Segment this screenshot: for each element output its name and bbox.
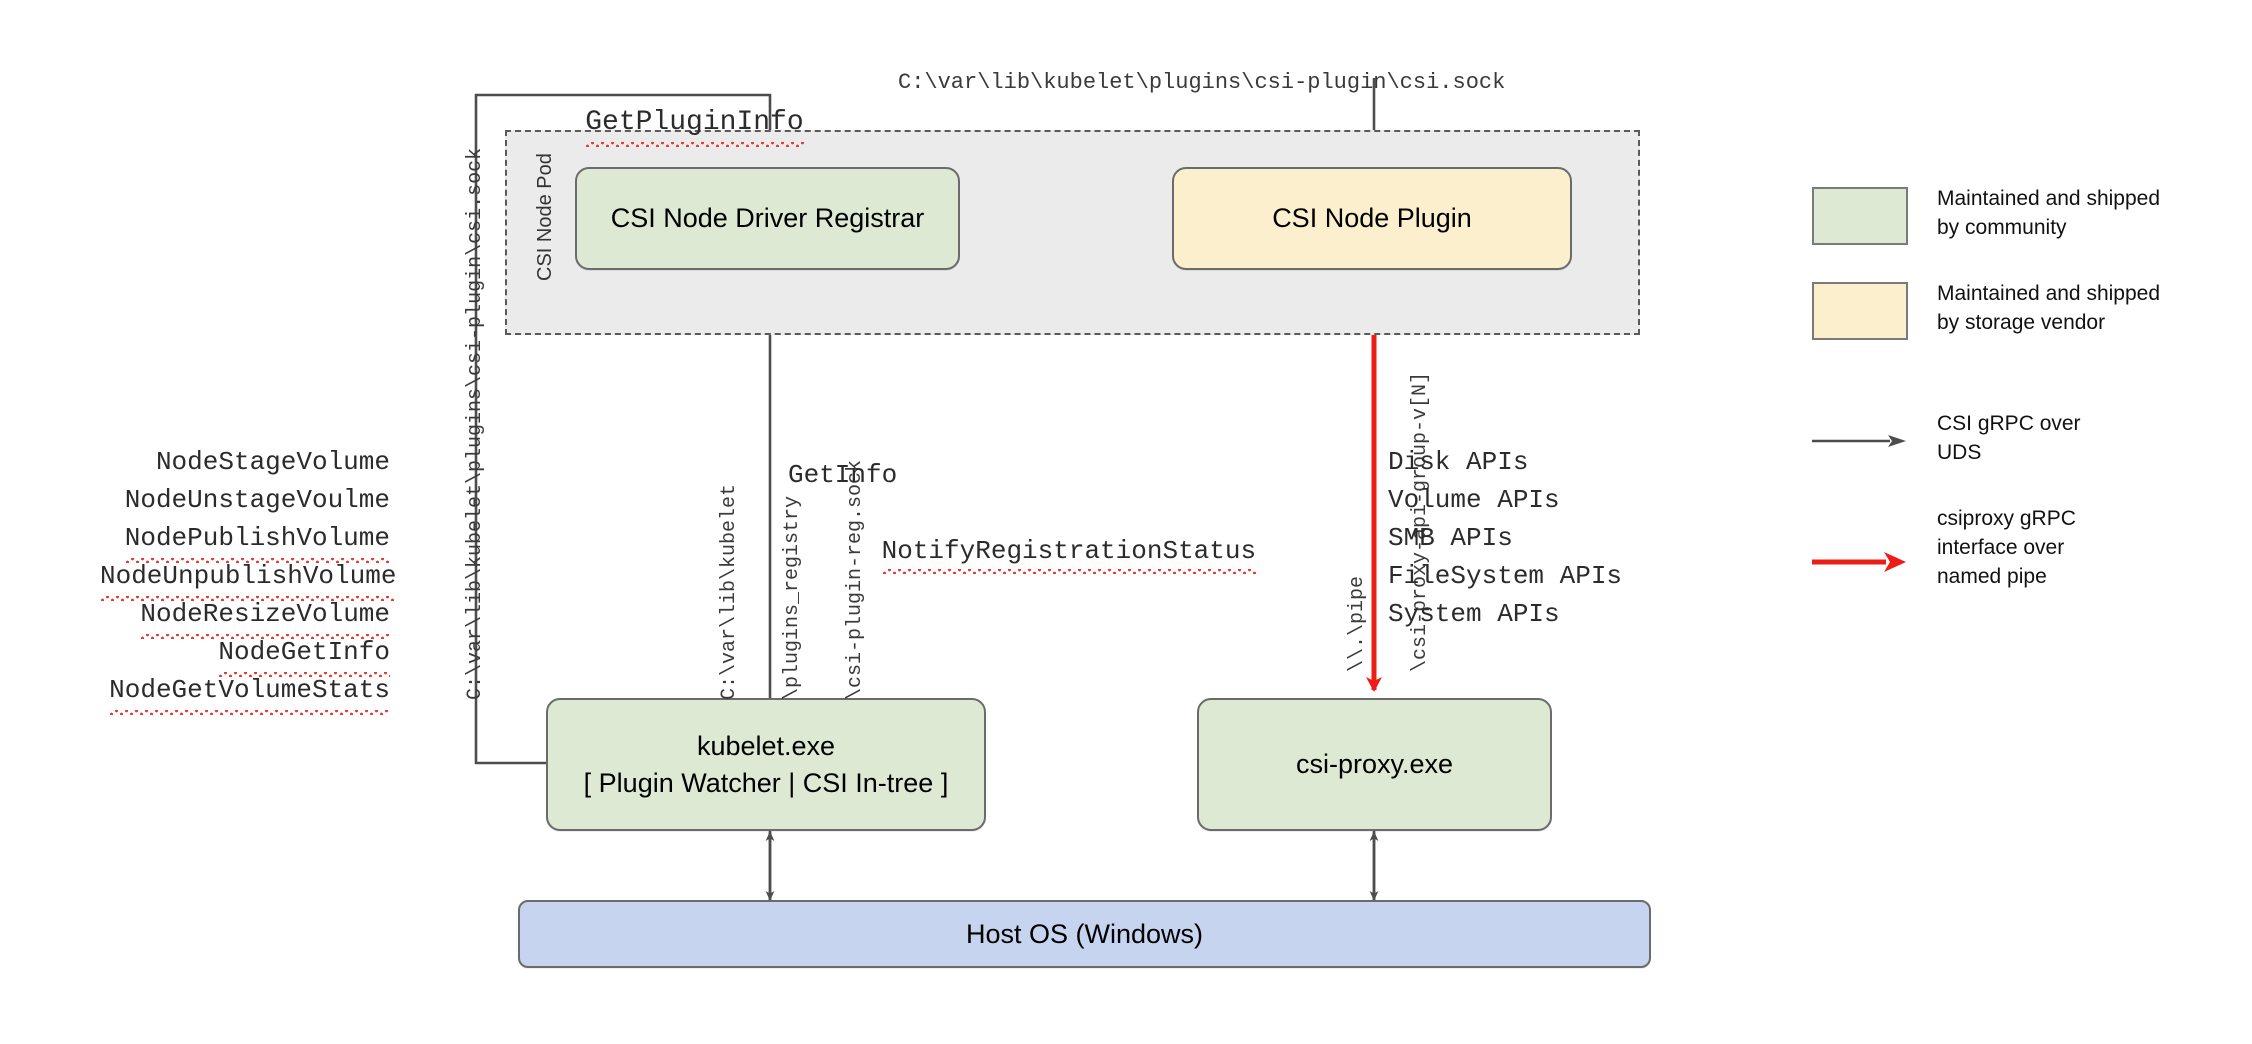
legend-item-arrow: csiproxy gRPC interface over named pipe [1805, 505, 2225, 592]
node-api-item: NodeGetVolumeStats [100, 672, 390, 715]
csi-proxy-label: csi-proxy.exe [1295, 749, 1454, 780]
legend-color-swatch [1812, 282, 1908, 340]
named-pipe-line-1: \\.\pipe [1346, 575, 1369, 672]
node-api-item: NodeResizeVolume [100, 596, 390, 639]
node-registrar-label: CSI Node Driver Registrar [610, 203, 925, 234]
legend-item-text: csiproxy gRPC interface over named pipe [1915, 505, 2076, 592]
node-api-item-label: NodeGetInfo [218, 634, 390, 677]
proxy-api-item: FileSystem APIs [1388, 560, 1623, 591]
kubelet-line-2: [ Plugin Watcher | CSI In-tree ] [583, 767, 949, 798]
node-api-item: NodeGetInfo [100, 634, 390, 677]
node-api-item: NodeUnstageVoulme [100, 482, 390, 520]
kubelet-line-1: kubelet.exe [696, 731, 836, 762]
node-api-item-label: NodeGetVolumeStats [109, 672, 390, 715]
proxy-api-item: SMB APIs [1388, 522, 1513, 553]
legend-text-line: Maintained and shipped [1937, 187, 2161, 210]
node-plugin-label: CSI Node Plugin [1272, 203, 1472, 234]
legend-text-line: by community [1937, 215, 2067, 239]
node-api-item: NodeStageVolume [100, 444, 390, 482]
node-csi-proxy-exe[interactable]: csi-proxy.exe [1197, 698, 1552, 831]
node-api-item-label: NodePublishVolume [124, 520, 391, 563]
node-csi-node-driver-registrar[interactable]: CSI Node Driver Registrar [575, 167, 960, 270]
proxy-api-item: Disk APIs [1388, 447, 1529, 477]
node-api-item-label: NodeUnpublishVolume [100, 558, 397, 601]
legend-red-arrow-icon [1812, 552, 1906, 572]
legend-text-line: csiproxy gRPC [1937, 507, 2076, 530]
legend-text-line: named pipe [1937, 564, 2047, 588]
proxy-api-item: Volume APIs [1388, 484, 1560, 515]
registry-path-line-1: C:\var\lib\kubelet [718, 483, 741, 700]
node-api-item-label: NodeResizeVolume [140, 596, 390, 639]
node-api-item-label: NodeUnstageVoulme [124, 484, 390, 515]
node-kubelet-exe[interactable]: kubelet.exe [ Plugin Watcher | CSI In-tr… [546, 698, 986, 831]
label-notifyregistrationstatus: NotifyRegistrationStatus [788, 499, 1257, 604]
legend-gray-arrow-icon [1812, 435, 1906, 447]
proxy-api-item: System APIs [1388, 598, 1560, 629]
legend-item-text: Maintained and shipped by storage vendor [1915, 280, 2160, 338]
node-host-os[interactable]: Host OS (Windows) [518, 900, 1651, 968]
label-getplugininfo-text: GetPluginInfo [585, 104, 805, 147]
legend-text-line: interface over [1937, 535, 2065, 559]
host-os-label: Host OS (Windows) [965, 918, 1204, 949]
label-csi-sock-path-top: C:\var\lib\kubelet\plugins\csi-plugin\cs… [898, 70, 1506, 95]
edge-getplugininfo [474, 93, 776, 765]
node-api-item-label: NodeStageVolume [155, 447, 390, 477]
node-api-item: NodePublishVolume [100, 520, 391, 563]
legend-item-swatch: Maintained and shipped by community [1805, 185, 2225, 245]
label-notifyregistrationstatus-text: NotifyRegistrationStatus [881, 534, 1257, 575]
legend-color-swatch [1812, 187, 1908, 245]
label-getplugininfo: GetPluginInfo [518, 66, 805, 179]
node-csi-node-plugin[interactable]: CSI Node Plugin [1172, 167, 1572, 270]
legend-item-swatch: Maintained and shipped by storage vendor [1805, 280, 2225, 340]
legend-item-text: Maintained and shipped by community [1915, 185, 2160, 243]
label-getinfo: GetInfo [788, 460, 898, 490]
label-csi-sock-path-vertical: C:\var\lib\kubelet\plugins\csi-plugin\cs… [464, 147, 487, 700]
legend-text-line: by storage vendor [1937, 310, 2106, 334]
label-registration-calls: GetInfo NotifyRegistrationStatus [788, 458, 1257, 604]
legend-text-line: Maintained and shipped [1937, 282, 2161, 305]
node-api-item: NodeUnpublishVolume [100, 558, 397, 601]
legend-text-line: CSI gRPC over [1937, 412, 2081, 435]
legend-text-line: UDS [1937, 440, 1982, 464]
